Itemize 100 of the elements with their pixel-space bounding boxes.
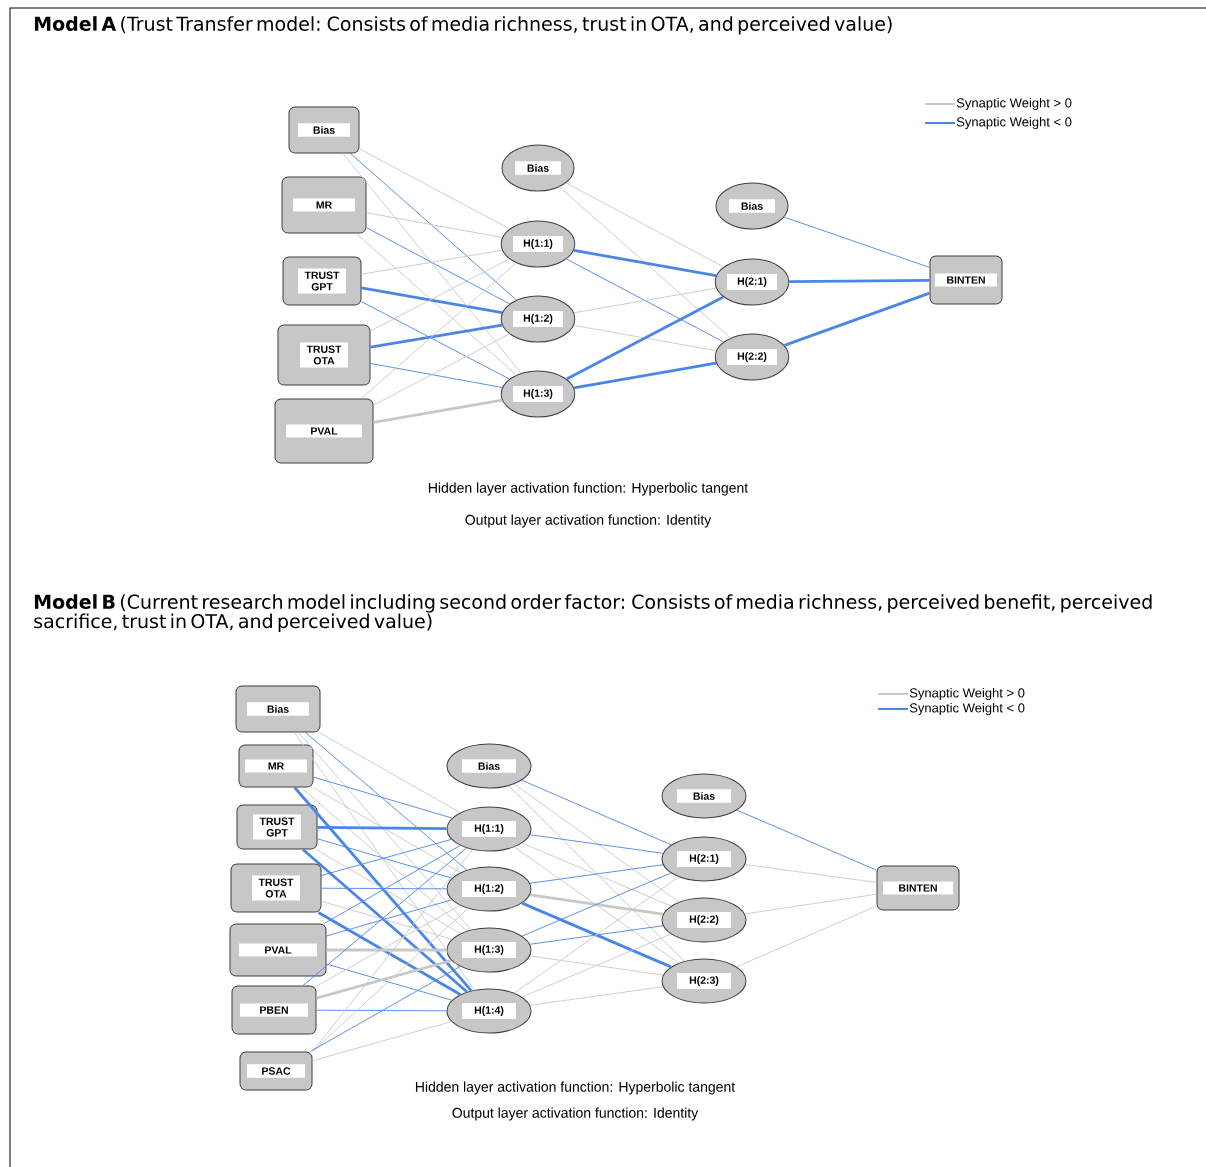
input-node: PSAC bbox=[239, 1051, 313, 1091]
connection-line bbox=[323, 845, 461, 924]
connection-line bbox=[300, 787, 468, 932]
input-node: TRUST GPT bbox=[236, 804, 318, 850]
connection-line bbox=[373, 398, 503, 424]
connection-line bbox=[318, 732, 461, 813]
connection-line bbox=[573, 249, 717, 277]
connection-line bbox=[521, 933, 672, 998]
input-node: MR bbox=[281, 176, 367, 234]
connection-line bbox=[360, 262, 517, 399]
connection-line bbox=[529, 955, 664, 976]
input-node: TRUST OTA bbox=[277, 324, 371, 386]
input-node: TRUST OTA bbox=[230, 863, 322, 913]
input-node: PVAL bbox=[229, 923, 327, 977]
connection-line bbox=[305, 732, 468, 871]
connection-line bbox=[789, 278, 930, 284]
legend-item: Synaptic Weight < 0 bbox=[877, 702, 1025, 716]
connection-line bbox=[529, 834, 664, 854]
activation-note: Output layer activation function: Identity bbox=[452, 1107, 699, 1121]
connection-line bbox=[315, 849, 461, 934]
connection-line bbox=[521, 872, 672, 937]
connection-line bbox=[366, 227, 510, 305]
connection-line bbox=[573, 324, 717, 352]
connection-line bbox=[559, 186, 731, 339]
connection-line bbox=[293, 732, 475, 991]
connection-line bbox=[565, 182, 724, 268]
neuron-node: Bias bbox=[446, 743, 532, 789]
connection-line bbox=[529, 986, 664, 1006]
connection-line bbox=[313, 776, 453, 819]
input-node: Bias bbox=[235, 685, 321, 733]
connection-line bbox=[309, 966, 461, 1052]
connection-line bbox=[316, 1009, 447, 1012]
activation-note: Hidden layer activation function: Hyperbolic tangent bbox=[428, 482, 749, 496]
neuron-node: H(1:3) bbox=[500, 370, 576, 418]
connection-line bbox=[361, 301, 510, 380]
connection-line bbox=[312, 1021, 452, 1062]
neuron-node: H(1:4) bbox=[446, 988, 532, 1034]
connection-line bbox=[521, 842, 672, 907]
connection-line bbox=[326, 948, 447, 952]
connection-line bbox=[312, 787, 461, 873]
connection-line bbox=[317, 826, 447, 830]
connection-line bbox=[350, 153, 517, 301]
input-node: PVAL bbox=[274, 398, 374, 464]
connection-line bbox=[342, 153, 522, 374]
connection-line bbox=[514, 846, 679, 964]
neuron-node: H(1:2) bbox=[500, 295, 576, 343]
connection-line bbox=[370, 258, 510, 332]
connection-line bbox=[529, 893, 664, 916]
model-heading: Model B (Current research model including second order factor: Consists of media richness, perceived benefit, perceived sacrifice, trust in OTA, and perceived value) bbox=[34, 594, 1152, 632]
connection-line bbox=[361, 249, 503, 275]
connection-line bbox=[573, 287, 717, 314]
connection-line bbox=[744, 864, 877, 883]
output-node: BINTEN bbox=[876, 865, 960, 911]
connection-line bbox=[736, 905, 877, 968]
connection-line bbox=[366, 212, 503, 238]
connection-line bbox=[312, 908, 469, 1052]
connection-line bbox=[529, 925, 664, 945]
connection-line bbox=[316, 959, 452, 1000]
neuron-node: H(1:2) bbox=[446, 866, 532, 912]
connection-line bbox=[566, 258, 724, 343]
connection-line bbox=[521, 779, 672, 846]
neuron-node: Bias bbox=[661, 773, 747, 819]
model-heading: Model A (Trust Transfer model: Consists of media richness, trust in OTA, and perceived value) bbox=[34, 16, 892, 35]
connection-line bbox=[566, 295, 724, 381]
neuron-node: H(2:2) bbox=[661, 897, 747, 943]
input-node: PBEN bbox=[231, 985, 317, 1035]
input-node: MR bbox=[238, 744, 314, 788]
connection-line bbox=[573, 361, 717, 390]
connection-line bbox=[521, 901, 672, 969]
connection-line bbox=[293, 786, 473, 992]
connection-line bbox=[373, 333, 510, 406]
connection-line bbox=[317, 911, 461, 996]
connection-line bbox=[361, 286, 503, 315]
connection-line bbox=[736, 809, 877, 871]
connection-line bbox=[513, 783, 680, 903]
connection-line bbox=[529, 864, 664, 884]
connection-line bbox=[321, 887, 447, 890]
legend-item: Synaptic Weight < 0 bbox=[924, 116, 1072, 130]
neuron-node: H(1:1) bbox=[500, 220, 576, 268]
connection-line bbox=[359, 148, 510, 230]
legend-item: Synaptic Weight > 0 bbox=[924, 97, 1072, 111]
input-node: Bias bbox=[288, 106, 360, 154]
legend-item: Synaptic Weight > 0 bbox=[877, 687, 1025, 701]
neuron-node: H(1:1) bbox=[446, 806, 532, 852]
connection-line bbox=[298, 732, 472, 931]
neuron-node: H(2:3) bbox=[661, 958, 747, 1004]
neuron-node: H(2:1) bbox=[714, 258, 790, 306]
connection-line bbox=[326, 963, 453, 1001]
neuron-node: H(2:1) bbox=[661, 836, 747, 882]
connection-line bbox=[370, 323, 503, 349]
activation-note: Hidden layer activation function: Hyperbolic tangent bbox=[415, 1081, 736, 1095]
connection-line bbox=[355, 233, 517, 376]
neuron-node: H(2:2) bbox=[714, 333, 790, 381]
connection-line bbox=[744, 893, 877, 915]
connection-line bbox=[783, 216, 930, 268]
connection-line bbox=[316, 904, 461, 987]
output-node: BINTEN bbox=[929, 255, 1003, 305]
neuron-node: H(1:3) bbox=[446, 927, 532, 973]
input-node: TRUST GPT bbox=[282, 256, 362, 306]
connection-line bbox=[783, 291, 930, 347]
